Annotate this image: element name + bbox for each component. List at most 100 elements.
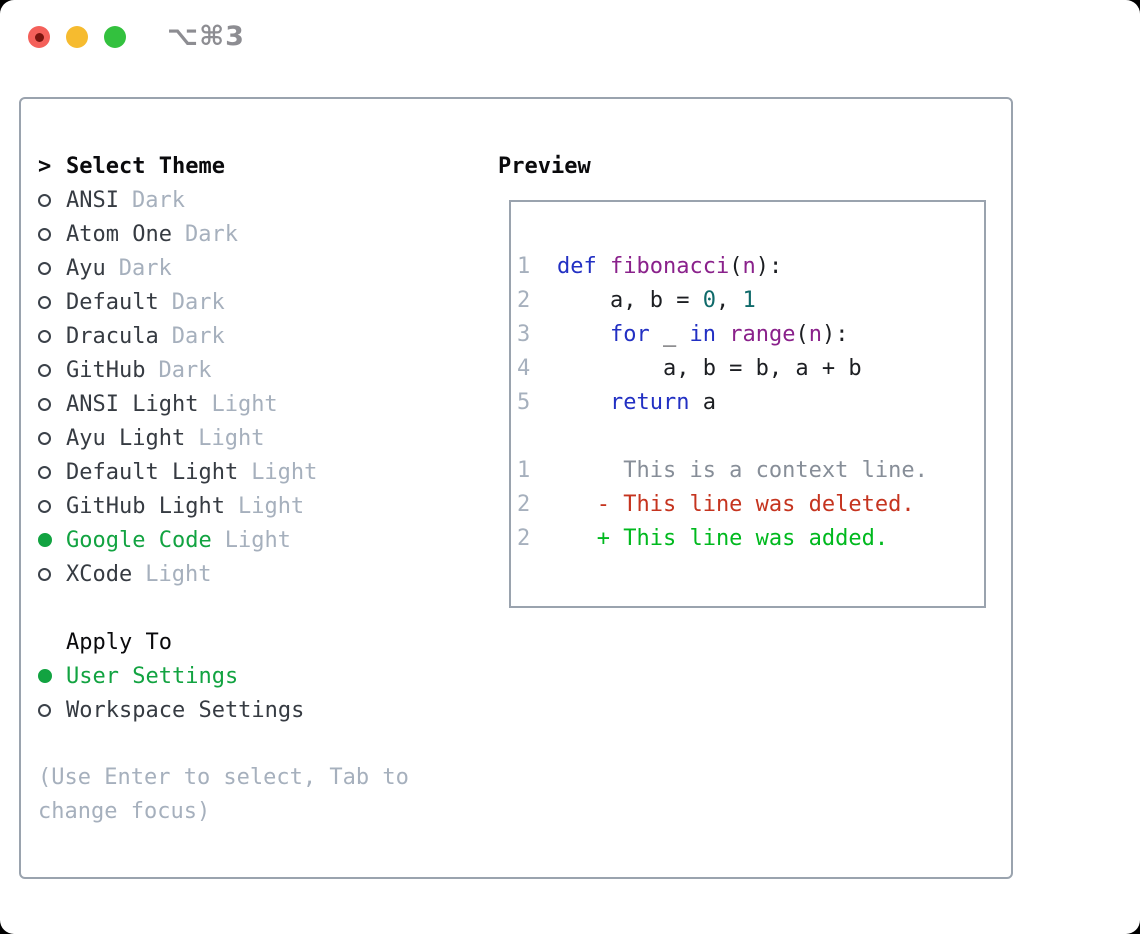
theme-name: Default bbox=[66, 289, 159, 315]
code-token bbox=[557, 390, 610, 415]
theme-option-xcode[interactable]: XCode Light bbox=[38, 557, 317, 591]
theme-option-dracula[interactable]: Dracula Dark bbox=[38, 319, 317, 353]
theme-variant: Light bbox=[224, 527, 291, 553]
titlebar: ⌥⌘3 bbox=[0, 0, 1140, 74]
line-number: 4 bbox=[517, 355, 531, 381]
theme-name: Atom One bbox=[66, 221, 172, 247]
zoom-button[interactable] bbox=[104, 26, 126, 48]
line-number: 1 bbox=[517, 457, 531, 483]
select-theme-header: > Select Theme bbox=[38, 149, 317, 183]
marker bbox=[38, 499, 66, 513]
apply-to-title: Apply To bbox=[66, 629, 172, 655]
theme-variant: Light bbox=[198, 425, 265, 451]
spacer bbox=[38, 591, 317, 625]
theme-name: XCode bbox=[66, 561, 133, 587]
apply-option-user-settings[interactable]: User Settings bbox=[38, 659, 317, 693]
theme-variant: Dark bbox=[171, 323, 225, 349]
cursor-prompt-icon: > bbox=[38, 153, 52, 179]
preview-line: 1 This is a context line. bbox=[517, 453, 984, 487]
radio-icon bbox=[38, 363, 51, 377]
line-number: 2 bbox=[517, 287, 531, 313]
apply-option-workspace-settings[interactable]: Workspace Settings bbox=[38, 693, 317, 727]
code-token: - This line was deleted. bbox=[557, 491, 915, 517]
marker bbox=[38, 397, 66, 411]
theme-name: Dracula bbox=[66, 323, 159, 349]
radio-icon bbox=[38, 227, 51, 241]
marker bbox=[38, 227, 66, 241]
line-number: 1 bbox=[517, 253, 531, 279]
window-title: ⌥⌘3 bbox=[167, 21, 245, 52]
code-token: a, b = bbox=[557, 287, 703, 313]
marker bbox=[38, 703, 66, 717]
line-number: 3 bbox=[517, 321, 531, 347]
theme-name: GitHub bbox=[66, 357, 146, 383]
theme-variant: Light bbox=[211, 391, 278, 417]
theme-variant: Light bbox=[237, 493, 305, 519]
theme-name: Default Light bbox=[66, 459, 239, 485]
theme-option-ayu-light[interactable]: Ayu Light Light bbox=[38, 421, 317, 455]
code-token: ): bbox=[755, 253, 783, 279]
marker bbox=[38, 329, 66, 343]
code-token: n bbox=[742, 253, 756, 279]
line-content: return a bbox=[557, 390, 716, 415]
line-content: a, b = b, a + b bbox=[557, 356, 862, 381]
theme-name: Ayu Light bbox=[66, 425, 186, 451]
theme-variant: Light bbox=[251, 459, 318, 485]
code-token: This is a context line. bbox=[557, 457, 928, 483]
theme-name: ANSI Light bbox=[66, 391, 199, 417]
theme-option-github-light[interactable]: GitHub Light Light bbox=[38, 489, 317, 523]
marker bbox=[38, 295, 66, 309]
radio-icon bbox=[38, 465, 51, 479]
theme-option-atom-one[interactable]: Atom One Dark bbox=[38, 217, 317, 251]
radio-icon bbox=[38, 295, 51, 309]
theme-option-default-light[interactable]: Default Light Light bbox=[38, 455, 317, 489]
theme-variant: Dark bbox=[158, 357, 212, 383]
theme-variant: Dark bbox=[184, 221, 238, 247]
radio-icon bbox=[38, 397, 51, 411]
line-content: for _ in range(n): bbox=[557, 322, 848, 347]
preview-line: 2 a, b = 0, 1 bbox=[517, 283, 984, 317]
radio-selected-icon bbox=[38, 669, 52, 683]
theme-option-github[interactable]: GitHub Dark bbox=[38, 353, 317, 387]
marker bbox=[38, 261, 66, 275]
marker bbox=[38, 431, 66, 445]
radio-icon bbox=[38, 703, 51, 717]
code-token: , bbox=[715, 287, 743, 313]
line-content: - This line was deleted. bbox=[557, 492, 915, 517]
code-token: + This line was added. bbox=[557, 525, 889, 551]
minimize-button[interactable] bbox=[66, 26, 88, 48]
line-content: + This line was added. bbox=[557, 526, 888, 551]
preview-line: 5 return a bbox=[517, 385, 984, 419]
code-token: return bbox=[609, 389, 690, 415]
marker bbox=[38, 193, 66, 207]
code-token bbox=[716, 322, 729, 347]
code-token: ): bbox=[821, 321, 849, 347]
radio-icon bbox=[38, 431, 51, 445]
theme-name: ANSI bbox=[66, 187, 119, 213]
line-number: 2 bbox=[517, 525, 531, 551]
marker bbox=[38, 567, 66, 581]
apply-to-header: Apply To bbox=[38, 625, 317, 659]
theme-name: GitHub Light bbox=[66, 493, 225, 519]
radio-icon bbox=[38, 499, 51, 513]
theme-option-ansi-light[interactable]: ANSI Light Light bbox=[38, 387, 317, 421]
preview-code: 1 def fibonacci(n): 2 a, b = 0, 1 3 for _ i… bbox=[511, 202, 984, 555]
radio-icon bbox=[38, 193, 51, 207]
code-token: ( bbox=[795, 321, 809, 347]
line-content: def fibonacci(n): bbox=[557, 254, 782, 279]
code-token: in bbox=[689, 321, 716, 347]
preview-line: 1 def fibonacci(n): bbox=[517, 249, 984, 283]
theme-variant: Light bbox=[145, 561, 212, 587]
close-button[interactable] bbox=[28, 26, 50, 48]
line-content: a, b = 0, 1 bbox=[557, 288, 756, 313]
preview-box: 1 def fibonacci(n): 2 a, b = 0, 1 3 for _ i… bbox=[509, 200, 986, 608]
marker bbox=[38, 669, 66, 683]
code-token: 1 bbox=[742, 287, 756, 313]
